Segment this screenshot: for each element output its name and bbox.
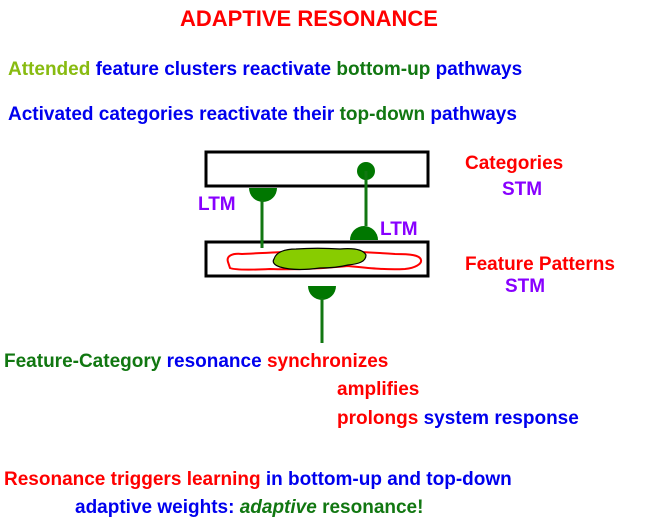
adaptive-italic-text: adaptive (239, 497, 317, 518)
resonance-triggers-text: Resonance triggers (4, 469, 182, 490)
resonance-text: resonance (166, 351, 262, 372)
learning-line-2: adaptive weights: adaptive resonance! (75, 498, 423, 517)
statement-top-down: Activated categories reactivate their to… (8, 105, 517, 124)
categories-label: Categories (465, 153, 564, 174)
resonance-line-3: prolongs system response (337, 409, 579, 428)
resonance-line-1: Feature-Category resonance synchronizes (4, 352, 388, 371)
page-title: ADAPTIVE RESONANCE (180, 6, 438, 31)
resonance-exclaim-text: resonance! (322, 497, 424, 518)
ltm-synapse-bottom-up (249, 188, 277, 202)
pathways-text: pathways (435, 59, 523, 80)
feature-clusters-text: feature clusters reactivate (95, 59, 332, 80)
system-response-text: system response (423, 408, 579, 429)
top-down-text: top-down (339, 104, 426, 125)
output-synapse (308, 286, 336, 300)
adaptive-weights-text: adaptive weights: (75, 497, 235, 518)
categories-stm-label: STM (502, 179, 543, 200)
bottom-up-top-down-text: in bottom-up and top-down (265, 469, 512, 490)
learning-line-1: Resonance triggers learning in bottom-up… (4, 470, 512, 489)
ltm-label-right: LTM (380, 219, 418, 240)
amplifies-text: amplifies (337, 379, 420, 400)
feature-category-text: Feature-Category (4, 351, 162, 372)
feature-patterns-label: Feature Patterns (465, 254, 615, 275)
pathways-text: pathways (430, 104, 517, 125)
prolongs-text: prolongs (337, 408, 419, 429)
learning-text: learning (186, 469, 261, 490)
features-stm-label: STM (505, 276, 546, 297)
statement-bottom-up: Attended feature clusters reactivate bot… (8, 60, 522, 79)
ltm-label-left: LTM (198, 194, 236, 215)
ltm-synapse-top-down (350, 226, 378, 240)
category-field-box (204, 150, 430, 188)
attended-feature-cluster (272, 247, 367, 270)
bottom-up-text: bottom-up (336, 59, 431, 80)
activated-categories-text: Activated categories reactivate their (8, 104, 335, 125)
synchronizes-text: synchronizes (266, 351, 389, 372)
attended-text: Attended (8, 59, 91, 80)
